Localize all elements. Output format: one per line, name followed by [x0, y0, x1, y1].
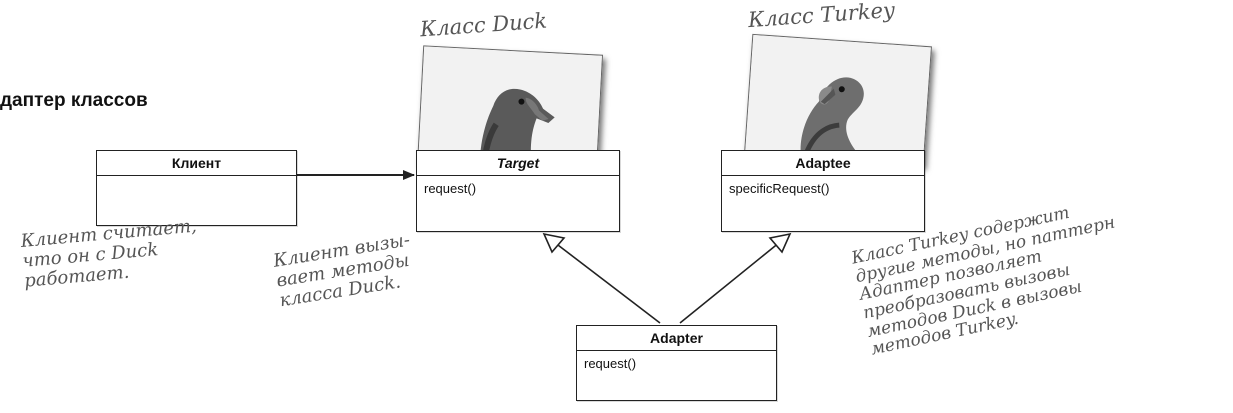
adapter-class[interactable]: Adapter request(): [576, 325, 777, 401]
hollow-triangle-adaptee: [768, 232, 792, 254]
target-class[interactable]: Target request(): [416, 150, 620, 232]
adaptee-class-ops: specificRequest(): [729, 181, 830, 196]
hollow-triangle-target: [542, 232, 566, 254]
turkey-photo: [744, 33, 932, 167]
adaptee-class[interactable]: Adaptee specificRequest(): [721, 150, 925, 232]
client-class-ops: [97, 176, 296, 186]
target-class-ops: request(): [424, 181, 477, 196]
adapter-class-name: Adapter: [577, 326, 776, 351]
adaptee-class-name: Adaptee: [722, 151, 924, 176]
client-class-name: Клиент: [97, 151, 296, 176]
diagram-title: даптер классов: [0, 90, 148, 111]
adapter-class-ops: request(): [584, 356, 637, 371]
association-line-adaptee: [679, 241, 781, 324]
target-class-name: Target: [417, 151, 619, 176]
duck-photo: [416, 45, 604, 175]
client-class[interactable]: Клиент: [96, 150, 297, 226]
turkey-head-icon: [745, 34, 931, 166]
duck-head-icon: [418, 46, 602, 174]
realization-line-target: [553, 241, 661, 324]
